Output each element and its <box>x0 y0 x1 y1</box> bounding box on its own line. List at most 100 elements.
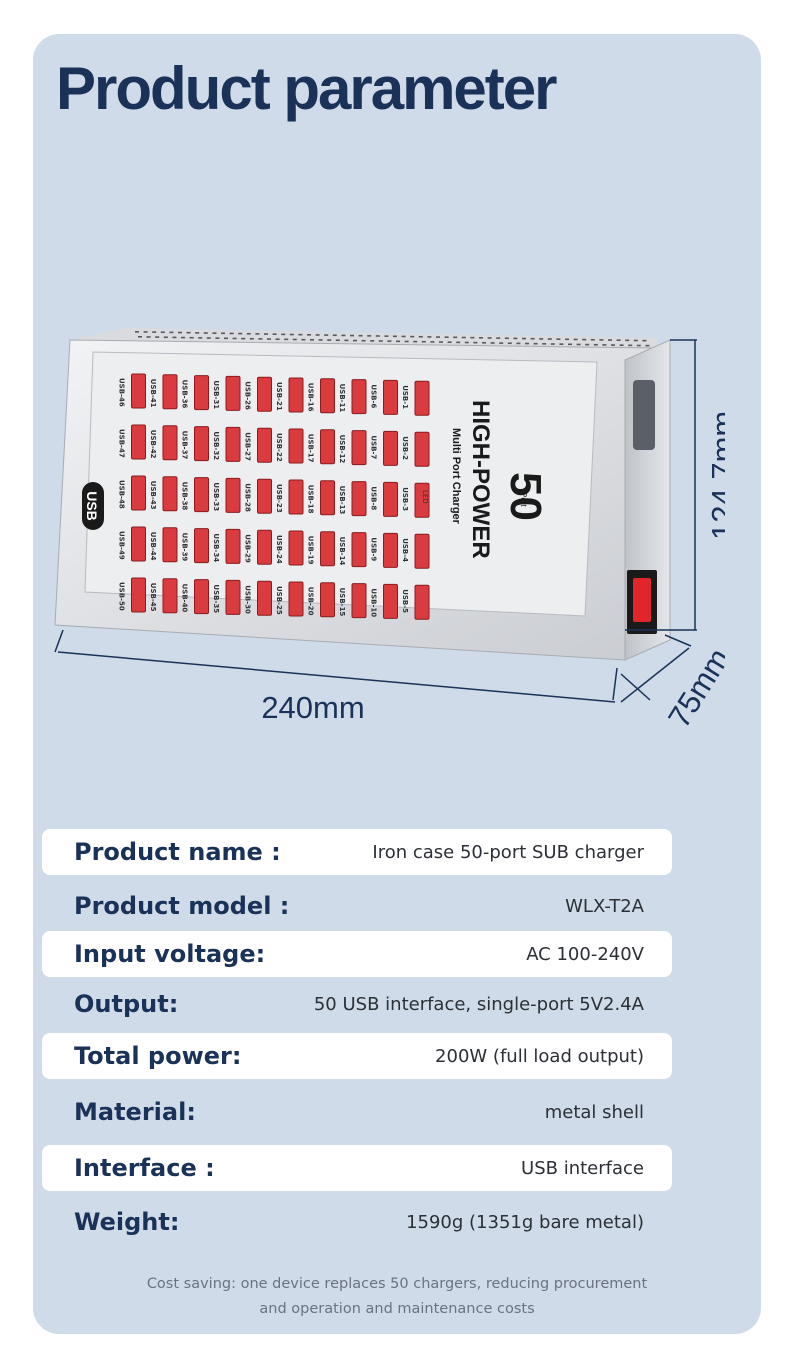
vent-hole <box>421 340 426 343</box>
usb-port-label: USB-35 <box>212 584 220 613</box>
spec-row-input-voltage: Input voltage: AC 100-240V <box>42 931 672 977</box>
vent-hole <box>513 337 518 340</box>
usb-port <box>414 533 430 569</box>
usb-port <box>414 482 430 518</box>
usb-port-label: USB-49 <box>118 531 126 560</box>
logo-word: Port <box>519 492 528 507</box>
vent-hole <box>522 337 526 340</box>
spec-row-product-name: Product name : Iron case 50-port SUB cha… <box>42 829 672 875</box>
spec-value: Iron case 50-port SUB charger <box>372 841 644 863</box>
power-switch-icon[interactable] <box>633 578 651 622</box>
vent-hole <box>585 343 590 346</box>
vent-hole <box>344 339 349 342</box>
usb-port <box>194 477 209 513</box>
vent-hole <box>310 339 314 341</box>
usb-port-label: USB-19 <box>307 536 315 565</box>
vent-hole <box>169 331 174 334</box>
port-grid: USB-1USB-2USB-3USB-4USB-5USB-6USB-7USB-8… <box>118 373 430 620</box>
vent-hole <box>307 334 311 336</box>
brand-main: HIGH-POWER <box>467 400 494 559</box>
height-dimension: 124.7mm <box>705 411 725 540</box>
usb-port-label: USB-18 <box>307 485 315 514</box>
vent-hole <box>608 339 612 341</box>
spec-value: metal shell <box>544 1101 644 1123</box>
spec-value: 50 USB interface, single-port 5V2.4A <box>313 993 644 1015</box>
vent-hole <box>490 342 495 344</box>
vent-hole <box>611 344 615 346</box>
vent-hole <box>533 342 538 345</box>
usb-port <box>351 379 367 415</box>
vent-hole <box>289 333 294 336</box>
vent-hole <box>530 337 535 340</box>
usb-port <box>162 476 178 512</box>
usb-port <box>383 583 398 619</box>
usb-port-label: USB-13 <box>338 486 346 515</box>
usb-port <box>320 582 335 618</box>
vent-hole <box>556 338 561 340</box>
vent-hole <box>616 339 621 341</box>
spec-label: Interface : <box>74 1154 215 1182</box>
spec-value: WLX-T2A <box>565 895 644 917</box>
usb-port <box>288 581 304 617</box>
spec-label: Product model : <box>74 892 290 920</box>
vent-hole <box>496 337 501 339</box>
vent-hole <box>135 331 139 333</box>
vent-hole <box>384 335 389 337</box>
usb-port-label: USB-9 <box>370 537 378 561</box>
vent-hole <box>413 340 418 343</box>
vent-hole <box>461 336 466 339</box>
usb-port-label: USB-26 <box>244 381 252 410</box>
usb-port-label: USB-27 <box>244 432 252 461</box>
vent-hole <box>155 336 160 338</box>
vent-hole <box>516 342 521 345</box>
vent-hole <box>324 334 329 336</box>
vent-hole <box>444 336 449 338</box>
vent-hole <box>602 344 607 346</box>
vent-hole <box>367 335 372 337</box>
spec-label: Total power: <box>74 1042 242 1070</box>
usb-port <box>320 378 335 414</box>
logo-50: 50 Port <box>501 472 550 521</box>
usb-port-label: USB-14 <box>338 537 346 566</box>
usb-port <box>131 526 146 562</box>
vent-hole <box>401 335 406 338</box>
usb-port-label: USB-15 <box>338 588 346 617</box>
usb-port-label: USB-45 <box>149 583 157 612</box>
vent-hole <box>160 331 165 334</box>
vent-hole <box>332 334 337 337</box>
vent-hole <box>181 336 185 339</box>
usb-port <box>288 479 304 515</box>
vent-hole <box>479 337 483 339</box>
vent-hole <box>473 341 478 344</box>
vent-hole <box>178 331 182 334</box>
usb-port <box>131 373 146 409</box>
usb-port <box>257 580 272 616</box>
vent-hole <box>565 338 569 341</box>
vent-hole <box>327 339 332 341</box>
vent-hole <box>353 339 357 342</box>
vent-hole <box>212 332 217 334</box>
vent-hole <box>370 340 375 342</box>
vent-hole <box>241 337 246 340</box>
vent-hole <box>258 338 263 340</box>
charger-illustration: USB-1USB-2USB-3USB-4USB-5USB-6USB-7USB-8… <box>54 328 725 734</box>
spec-label: Material: <box>74 1098 196 1126</box>
vent-hole <box>238 332 243 335</box>
spec-label: Product name : <box>74 838 281 866</box>
usb-port-label: USB-25 <box>275 586 283 615</box>
spec-value: USB interface <box>521 1157 644 1179</box>
usb-port-label: USB-47 <box>118 429 126 458</box>
vent-hole <box>559 343 564 345</box>
usb-port-label: USB-44 <box>149 532 157 561</box>
dimension-lines <box>54 339 697 703</box>
vent-hole <box>198 337 203 339</box>
usb-port <box>225 375 241 411</box>
usb-port-label: USB-24 <box>275 535 283 564</box>
fan-icon <box>633 380 655 450</box>
usb-port <box>194 426 209 462</box>
vent-hole <box>619 344 624 346</box>
vent-hole <box>281 333 286 336</box>
vent-hole <box>378 340 383 342</box>
usb-port-label: USB-1 <box>401 385 409 409</box>
vent-hole <box>482 342 486 344</box>
